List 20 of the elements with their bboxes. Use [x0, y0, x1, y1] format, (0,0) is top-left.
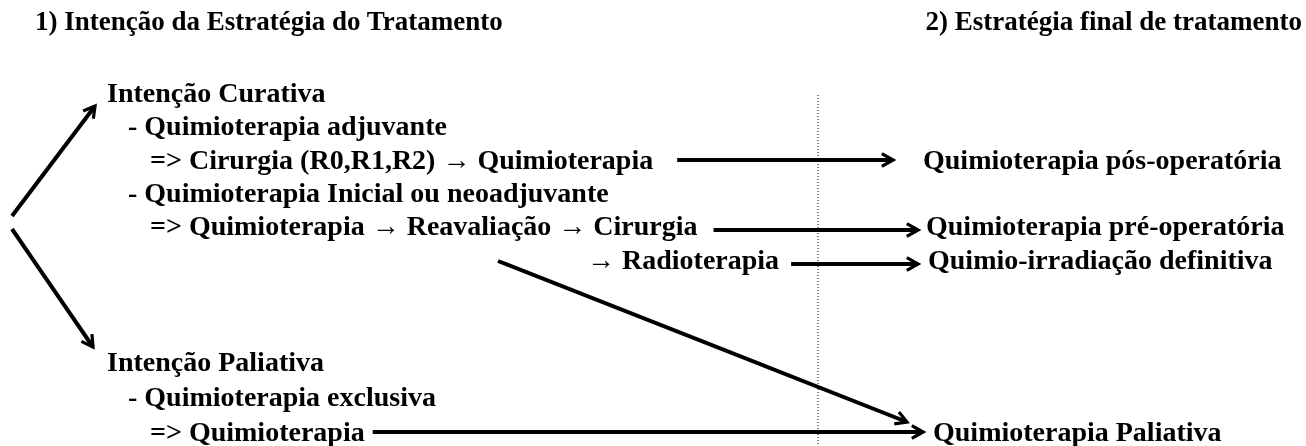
- arrow: [791, 256, 920, 272]
- step-text: - Quimioterapia adjuvante: [128, 111, 447, 141]
- step-text: → Radioterapia: [587, 245, 780, 275]
- section-heading: 1) Intenção da Estratégia do Tratamento: [35, 6, 503, 36]
- step-text: Quimioterapia pré-operatória: [926, 211, 1285, 241]
- arrow: [372, 424, 925, 440]
- arrow: [10, 227, 95, 349]
- arrow: [677, 152, 895, 168]
- step-text: Quimio-irradiação definitiva: [928, 245, 1273, 275]
- step-text: Intenção Paliativa: [107, 347, 324, 377]
- arrow: [10, 104, 97, 218]
- step-text: => Cirurgia (R0,R1,R2) → Quimioterapia: [150, 145, 654, 175]
- step-text: Quimioterapia pós-operatória: [923, 145, 1282, 175]
- arrow: [497, 259, 909, 426]
- step-text: - Quimioterapia Inicial ou neoadjuvante: [128, 178, 609, 208]
- step-text: => Quimioterapia → Reavaliação → Cirurgia: [150, 211, 698, 241]
- section-heading: 2) Estratégia final de tratamento: [925, 6, 1302, 36]
- step-text: - Quimioterapia exclusiva: [128, 382, 436, 412]
- step-text: Intenção Curativa: [107, 78, 326, 108]
- arrow: [713, 222, 920, 238]
